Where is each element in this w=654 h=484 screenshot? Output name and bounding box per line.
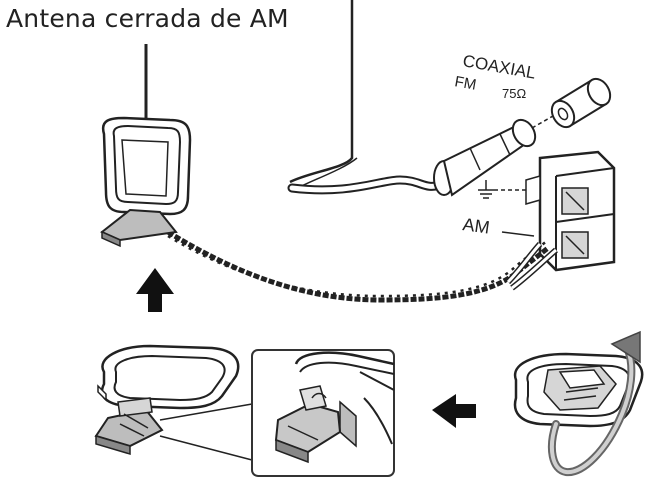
am-loop-antenna-assembled bbox=[94, 344, 240, 456]
am-loop-antenna-folding bbox=[513, 352, 644, 428]
coaxial-connector bbox=[433, 118, 537, 197]
fm-cable-inner bbox=[289, 177, 443, 193]
coaxial-plug bbox=[550, 77, 612, 129]
am-lead-wire bbox=[166, 229, 550, 303]
antenna-terminal-block bbox=[525, 150, 616, 272]
zoom-line-bottom bbox=[159, 435, 253, 461]
arrow-left-icon bbox=[432, 394, 476, 428]
fm-wire bbox=[289, 0, 354, 184]
fm-label: FM bbox=[453, 73, 477, 94]
diagram-title: Antena cerrada de AM bbox=[6, 4, 289, 33]
arrow-up-icon bbox=[136, 268, 174, 312]
impedance-label: 75Ω bbox=[502, 86, 526, 101]
ground-symbol-icon bbox=[478, 180, 494, 199]
am-loop-antenna-standing bbox=[100, 116, 192, 248]
rotate-arrow-icon bbox=[547, 330, 641, 477]
am-label: AM bbox=[461, 214, 491, 238]
am-leader bbox=[501, 231, 535, 237]
connector-guide-line bbox=[531, 111, 561, 129]
zoom-line-top bbox=[159, 403, 253, 421]
detail-inset bbox=[251, 349, 395, 477]
